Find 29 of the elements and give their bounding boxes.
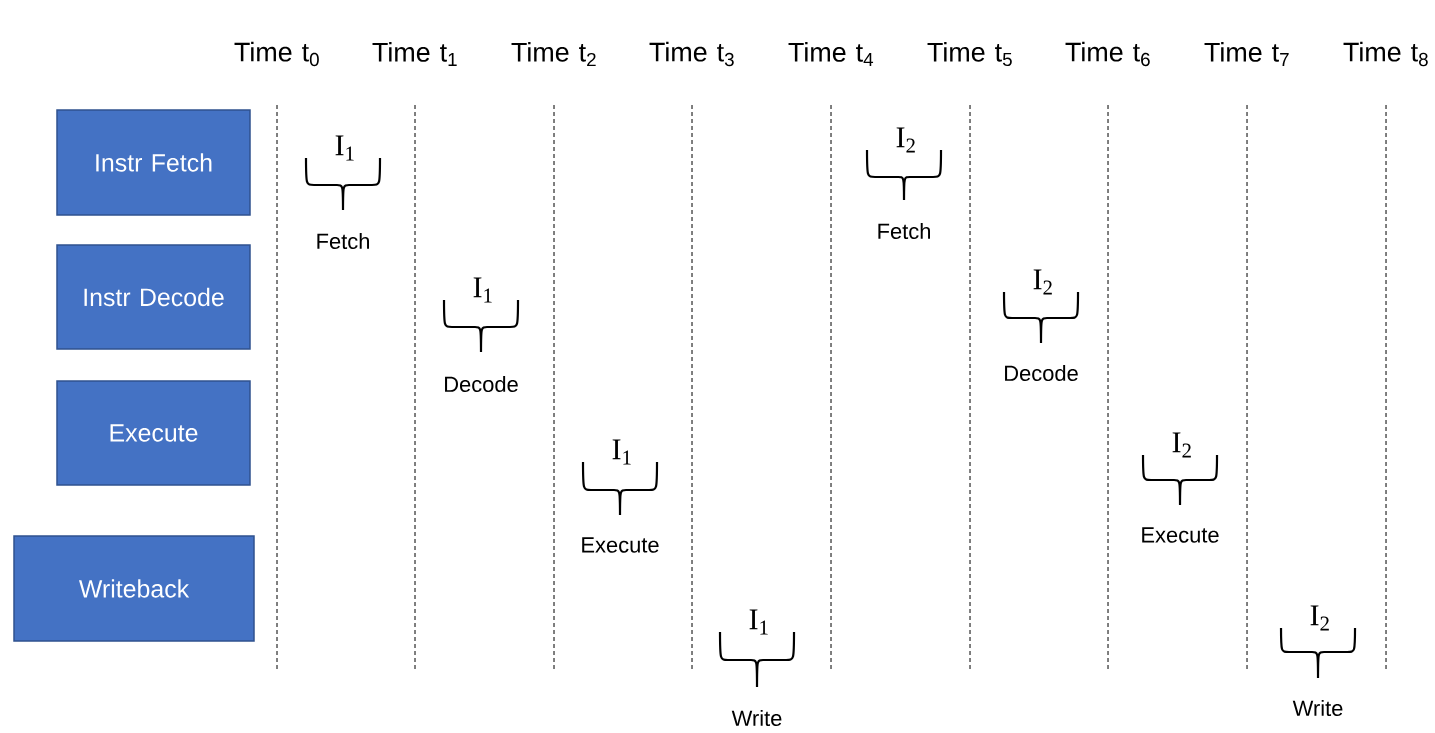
stage-label: Write [1292, 699, 1343, 717]
time-label: Time t$_{1}$ [372, 42, 457, 66]
time-label: Time t$_{0}$ [234, 41, 319, 67]
time-label: Time t$_{4}$ [788, 42, 874, 66]
stage-box: Instr Decode [56, 244, 251, 350]
stage-label: Execute [582, 537, 659, 553]
stage-box: Execute [56, 380, 251, 486]
time-label: Time t$_{7}$ [1204, 42, 1289, 66]
time-label: Time t$_{8}$ [1343, 41, 1428, 67]
time-label: Time t$_{2}$ [511, 41, 596, 67]
instruction-label: I$_{2}$ [1033, 269, 1052, 295]
instruction-label: I$_{1}$ [612, 439, 631, 465]
stage-label: Write [731, 709, 782, 727]
stage-label: Decode [445, 375, 518, 393]
stage-box: Instr Fetch [56, 109, 251, 216]
stage-label: Fetch [317, 232, 369, 250]
instruction-label: I$_{2}$ [896, 127, 915, 153]
instruction-label: I$_{2}$ [1172, 432, 1191, 458]
time-label: Time t$_{3}$ [649, 41, 734, 67]
instruction-label: I$_{1}$ [749, 609, 768, 635]
stage-label: Fetch [878, 222, 930, 240]
instruction-label: I$_{1}$ [335, 135, 354, 161]
stage-box: Writeback [13, 535, 255, 642]
instruction-label: I$_{1}$ [473, 277, 492, 303]
instruction-label: I$_{2}$ [1310, 605, 1329, 631]
time-label: Time t$_{5}$ [927, 41, 1012, 67]
stage-label: Decode [1005, 364, 1078, 382]
stage-label: Execute [1142, 527, 1219, 543]
time-label: Time t$_{6}$ [1065, 41, 1150, 67]
